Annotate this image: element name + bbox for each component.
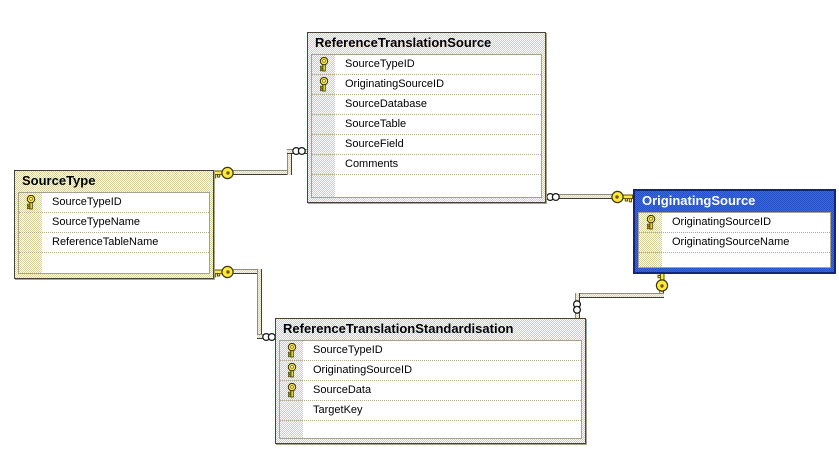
row-selector-strip [639,213,662,267]
relationship-segment[interactable] [287,149,292,175]
relationship-segment[interactable] [257,269,262,339]
many-end-infinity-icon [571,299,583,315]
column-name: TargetKey [313,404,363,416]
column-name: SourceData [313,384,372,396]
column-row[interactable]: SourceTypeID [19,193,209,213]
column-row[interactable]: OriginatingSourceName [639,233,830,253]
column-name: ReferenceTableName [52,236,159,248]
column-row[interactable]: OriginatingSourceID [312,75,541,95]
table-column-list: SourceTypeID OriginatingSourceID SourceD… [311,54,542,198]
column-row[interactable]: SourceDatabase [312,95,541,115]
column-row[interactable]: SourceData [280,381,581,401]
primary-key-icon [26,195,36,210]
relationship-segment[interactable] [231,269,262,274]
column-row[interactable]: SourceTypeName [19,213,209,233]
column-name: Comments [345,158,399,170]
column-row[interactable]: SourceField [312,135,541,155]
table-title[interactable]: ReferenceTranslationStandardisation [283,321,514,336]
primary-key-icon [646,215,656,230]
column-row[interactable]: SourceTable [312,115,541,135]
one-end-key-icon [610,188,634,206]
table-referencetranslationsource[interactable]: ReferenceTranslationSource SourceTypeID … [307,32,546,203]
column-row[interactable]: SourceTypeID [312,55,541,75]
many-end-infinity-icon [545,191,561,203]
relationship-segment[interactable] [231,170,291,175]
table-sourcetype[interactable]: SourceType SourceTypeID SourceTypeName R… [14,170,214,279]
table-title[interactable]: OriginatingSource [642,193,756,208]
column-row[interactable]: ReferenceTableName [19,233,209,253]
column-name: SourceTypeID [52,196,122,208]
column-name: OriginatingSourceID [313,364,413,376]
relationship-segment[interactable] [556,194,618,199]
table-title[interactable]: SourceType [22,173,96,188]
table-originatingsource[interactable]: OriginatingSource OriginatingSourceID Or… [633,189,836,274]
column-row[interactable]: OriginatingSourceID [639,213,830,233]
primary-key-icon [319,77,329,92]
column-name: OriginatingSourceID [345,78,445,90]
row-selector-strip [19,193,42,273]
primary-key-icon [287,383,297,398]
column-row[interactable]: OriginatingSourceID [280,361,581,381]
primary-key-icon [319,57,329,72]
primary-key-icon [287,343,297,358]
column-name: SourceTable [345,118,407,130]
column-row[interactable]: TargetKey [280,401,581,421]
many-end-infinity-icon [291,145,307,157]
column-row[interactable]: Comments [312,155,541,175]
column-name: SourceField [345,138,404,150]
column-name: SourceTypeID [345,58,415,70]
column-name: SourceTypeName [52,216,141,228]
relationship-segment[interactable] [575,293,664,298]
column-name: SourceTypeID [313,344,383,356]
primary-key-icon [287,363,297,378]
one-end-key-icon [211,164,235,182]
table-column-list: SourceTypeID SourceTypeName ReferenceTab… [18,192,210,274]
table-referencetranslationstandardisation[interactable]: ReferenceTranslationStandardisation Sour… [275,318,586,444]
one-end-key-icon [211,263,235,281]
table-column-list: SourceTypeID OriginatingSourceID SourceD… [279,340,582,439]
table-title[interactable]: ReferenceTranslationSource [315,35,492,50]
column-name: SourceDatabase [345,98,427,110]
column-name: OriginatingSourceID [672,216,772,228]
table-column-list: OriginatingSourceID OriginatingSourceNam… [638,212,831,268]
column-name: OriginatingSourceName [672,236,790,248]
column-row[interactable]: SourceTypeID [280,341,581,361]
row-selector-strip [312,55,335,197]
